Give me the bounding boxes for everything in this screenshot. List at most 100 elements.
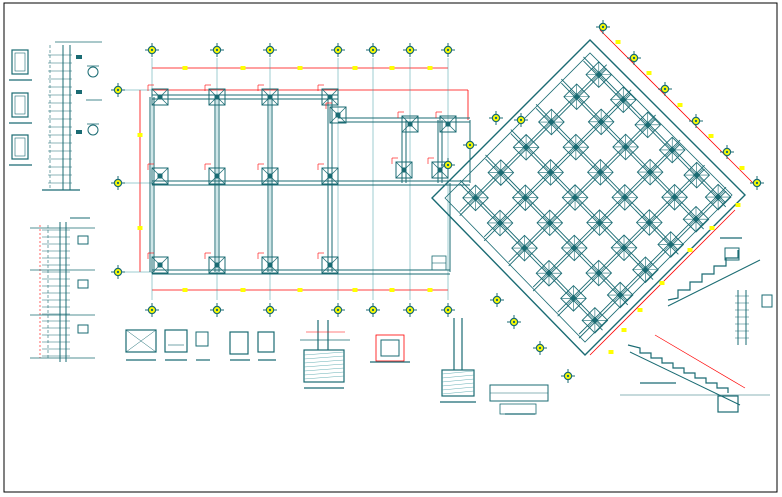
footing-symbol bbox=[317, 163, 339, 185]
column-core bbox=[327, 262, 333, 268]
column-core bbox=[621, 193, 629, 201]
footing-symbol bbox=[397, 111, 419, 133]
grid-bubble bbox=[750, 176, 764, 190]
level-marker bbox=[389, 288, 395, 292]
rot-footing bbox=[535, 259, 563, 287]
level-marker bbox=[735, 203, 741, 207]
grid-bubble bbox=[689, 114, 703, 128]
dim-line bbox=[654, 334, 746, 389]
column-core bbox=[407, 121, 413, 127]
concrete-hatch bbox=[441, 390, 475, 395]
level-marker bbox=[677, 103, 683, 107]
bubble-dot bbox=[468, 143, 472, 147]
bubble-dot bbox=[408, 48, 412, 52]
bubble-dot bbox=[512, 320, 516, 324]
rebar-tag bbox=[76, 130, 82, 134]
rot-footing bbox=[611, 184, 639, 211]
footing-outline bbox=[208, 256, 226, 274]
grid-bubble bbox=[596, 20, 610, 34]
column-core bbox=[619, 96, 627, 104]
rot-footing bbox=[683, 161, 711, 189]
grid-bubble bbox=[490, 293, 504, 307]
section-tag bbox=[761, 294, 773, 308]
rot-footing bbox=[657, 231, 685, 258]
footing-symbol bbox=[317, 252, 339, 274]
column-rebar bbox=[14, 95, 26, 115]
bubble-dot bbox=[538, 346, 542, 350]
concrete-hatch bbox=[303, 359, 345, 364]
bubble-dot bbox=[446, 163, 450, 167]
column-core bbox=[327, 173, 333, 179]
column-core bbox=[620, 244, 628, 252]
grid-bubble bbox=[507, 315, 521, 329]
concrete-hatch bbox=[303, 355, 345, 360]
grid-bubble bbox=[331, 43, 345, 57]
level-marker bbox=[137, 133, 143, 137]
concrete-hatch bbox=[441, 374, 475, 379]
small-section bbox=[195, 331, 209, 347]
column-core bbox=[641, 266, 649, 274]
column-core bbox=[214, 173, 220, 179]
footing-details bbox=[125, 318, 549, 415]
hook-detail bbox=[87, 124, 99, 136]
column-rebar bbox=[14, 137, 26, 157]
grid-bubble bbox=[111, 176, 125, 190]
column-core bbox=[668, 146, 676, 154]
column-core bbox=[327, 94, 333, 100]
rot-dimension-line bbox=[599, 29, 756, 186]
footing-outline bbox=[401, 115, 419, 133]
concrete-hatch bbox=[303, 367, 345, 372]
rotated-foundation-plan bbox=[431, 20, 764, 383]
rot-footing bbox=[612, 133, 639, 161]
column-core bbox=[569, 294, 577, 302]
footing-outline bbox=[151, 167, 169, 185]
column-core bbox=[267, 262, 273, 268]
footing-symbol bbox=[257, 84, 279, 106]
level-marker bbox=[427, 288, 433, 292]
footing-symbol bbox=[257, 252, 279, 274]
grid-bubble bbox=[145, 303, 159, 317]
level-marker bbox=[297, 288, 303, 292]
column-rebar bbox=[14, 52, 26, 72]
grid-bubble bbox=[514, 113, 528, 127]
stair-profile bbox=[667, 250, 739, 301]
level-marker bbox=[708, 134, 714, 138]
rot-footing bbox=[537, 159, 564, 186]
column-section bbox=[11, 134, 29, 160]
column-core bbox=[445, 121, 451, 127]
bubble-dot bbox=[494, 116, 498, 120]
column-core bbox=[596, 219, 604, 227]
level-marker bbox=[709, 226, 715, 230]
beam-hatch bbox=[125, 329, 157, 353]
column-core bbox=[546, 219, 554, 227]
bubble-dot bbox=[150, 48, 154, 52]
level-marker bbox=[182, 66, 188, 70]
grid-bubble bbox=[111, 265, 125, 279]
bubble-dot bbox=[268, 48, 272, 52]
footing-section bbox=[303, 349, 345, 383]
grid-bubble bbox=[627, 51, 641, 65]
rot-footing bbox=[585, 61, 613, 88]
footing-symbol bbox=[204, 163, 226, 185]
section-tag bbox=[77, 279, 89, 289]
concrete-hatch bbox=[441, 386, 475, 391]
column-core bbox=[671, 193, 679, 201]
column-core bbox=[616, 291, 624, 299]
footing-symbol bbox=[317, 84, 339, 106]
footing-outline bbox=[151, 256, 169, 274]
grid-bubble bbox=[403, 303, 417, 317]
stair-section bbox=[724, 247, 740, 261]
rot-footing bbox=[563, 83, 591, 111]
column-core bbox=[570, 244, 578, 252]
column-core bbox=[595, 269, 603, 277]
column-core bbox=[522, 143, 530, 151]
rot-footing bbox=[682, 205, 710, 233]
rot-footing bbox=[634, 111, 662, 139]
column-core bbox=[591, 316, 599, 324]
bubble-dot bbox=[694, 119, 698, 123]
hook-detail bbox=[87, 66, 99, 78]
column-core bbox=[157, 94, 163, 100]
stair-footing bbox=[717, 395, 739, 413]
footing-symbol bbox=[204, 84, 226, 106]
section-tag bbox=[77, 324, 89, 334]
